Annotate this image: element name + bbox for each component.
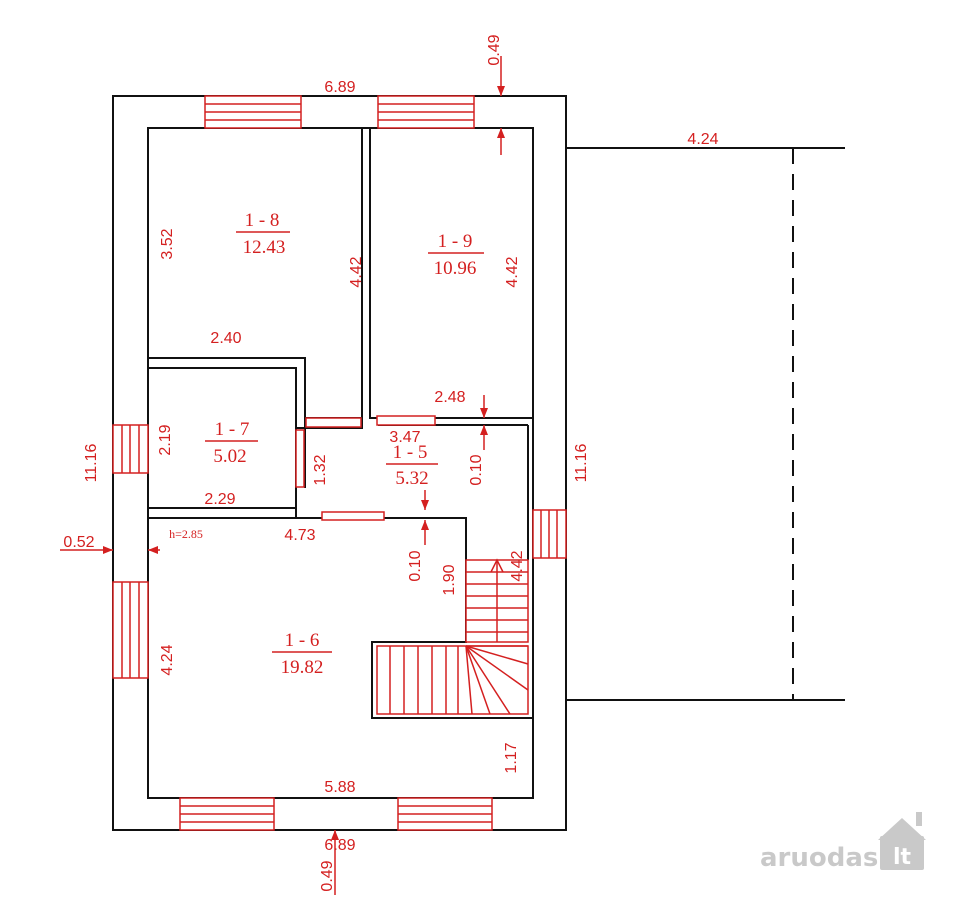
dim-r7-bottom: 2.29 — [204, 491, 235, 508]
room-id: 1 - 6 — [285, 630, 320, 651]
dim-bottom-width: 6.89 — [324, 837, 355, 854]
dimension-arrows — [60, 56, 505, 895]
dim-bottom-wall: 0.49 — [319, 860, 336, 891]
room-1-6: 1 - 6 19.82 — [272, 630, 332, 678]
room-area: 5.32 — [395, 468, 428, 489]
window-right — [532, 509, 567, 559]
dim-r8-right: 4.42 — [348, 256, 365, 287]
dim-r6-thick: 0.10 — [407, 550, 424, 581]
room-id: 1 - 9 — [438, 231, 473, 252]
room-labels: 1 - 8 12.43 1 - 9 10.96 1 - 7 5.02 1 - 5… — [205, 210, 484, 678]
dim-corridor-width: 3.47 — [389, 429, 420, 446]
window-left-lower — [112, 581, 149, 679]
room-id: 1 - 8 — [245, 210, 280, 231]
aruodas-watermark: aruodas lt — [760, 812, 926, 873]
dim-r5-thick: 0.10 — [468, 454, 485, 485]
watermark-house-icon — [880, 836, 924, 870]
room-id: 1 - 5 — [393, 442, 428, 463]
dimension-labels: 6.89 0.49 4.24 3.52 4.42 2.40 4.42 2.48 … — [63, 34, 718, 891]
dim-r6-top: 4.73 — [284, 527, 315, 544]
room-area: 10.96 — [434, 258, 477, 279]
room-1-7: 1 - 7 5.02 — [205, 419, 258, 467]
room-area: 12.43 — [243, 237, 286, 258]
dim-r9-bottom: 2.48 — [434, 389, 465, 406]
door-openings — [295, 415, 436, 521]
room-area: 5.02 — [213, 446, 246, 467]
window-top-left — [204, 95, 302, 129]
dim-terrace-width: 4.24 — [687, 131, 718, 148]
dim-stair-length: 1.90 — [441, 564, 458, 595]
dim-ceiling-height: h=2.85 — [169, 527, 203, 541]
dim-r5-height: 1.32 — [312, 454, 329, 485]
window-bottom-right — [397, 797, 493, 831]
room-area: 19.82 — [281, 657, 324, 678]
dim-r6-left: 4.24 — [159, 644, 176, 675]
dim-stair-right: 4.42 — [509, 550, 526, 581]
room-1-9: 1 - 9 10.96 — [428, 231, 484, 279]
dim-r6-bottom: 5.88 — [324, 779, 355, 796]
dim-top-wall: 0.49 — [486, 34, 503, 65]
room-id: 1 - 7 — [215, 419, 250, 440]
room-1-5: 1 - 5 5.32 — [386, 442, 438, 489]
dim-r7-height: 2.19 — [157, 424, 174, 455]
dim-r8-height: 3.52 — [159, 228, 176, 259]
dim-right-total: 11.16 — [573, 443, 590, 482]
room-1-8: 1 - 8 12.43 — [236, 210, 290, 258]
staircase — [376, 558, 529, 715]
dim-r8-bottom: 2.40 — [210, 330, 241, 347]
windows — [112, 95, 567, 831]
watermark-brand: aruodas — [760, 843, 878, 873]
dim-top-width: 6.89 — [324, 79, 355, 96]
exterior-walls — [112, 95, 567, 831]
dim-r9-right: 4.42 — [504, 256, 521, 287]
dim-left-wall: 0.52 — [63, 534, 94, 551]
watermark-tld: lt — [893, 845, 912, 870]
window-bottom-left — [179, 797, 275, 831]
dim-r6-lower: 1.17 — [503, 742, 520, 773]
dim-left-total: 11.16 — [83, 443, 100, 482]
terrace — [566, 147, 845, 701]
window-top-right — [377, 95, 475, 129]
window-left-upper — [112, 424, 149, 474]
